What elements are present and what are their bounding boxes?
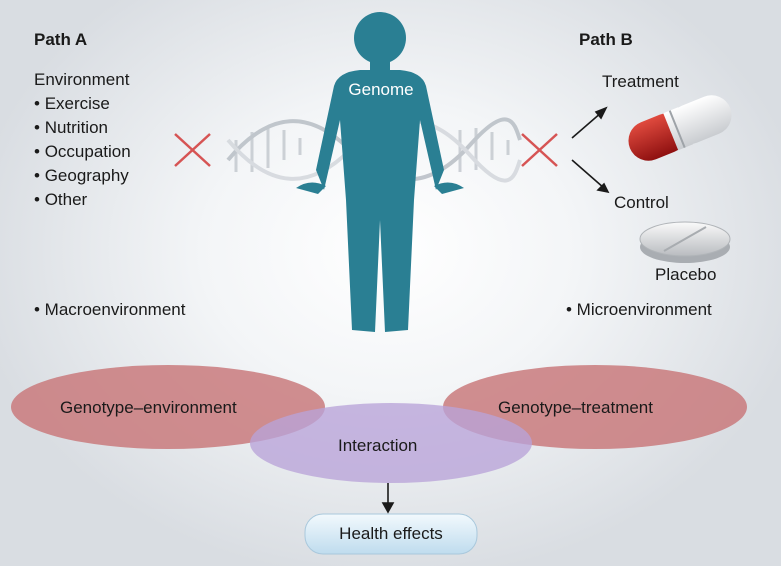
cross-icon-right <box>521 133 558 167</box>
genome-label: Genome <box>348 80 414 99</box>
treatment-label: Treatment <box>602 72 679 91</box>
list-item: Exercise <box>34 92 131 116</box>
interaction-label: Interaction <box>338 436 418 455</box>
microenvironment-label: • Microenvironment <box>566 300 712 319</box>
environment-heading: Environment <box>34 70 130 89</box>
list-item: Nutrition <box>34 116 131 140</box>
placebo-tablet-icon <box>639 221 731 263</box>
genotype-treatment-label: Genotype–treatment <box>498 398 653 417</box>
cross-icon-left <box>174 133 211 167</box>
environment-list: Exercise Nutrition Occupation Geography … <box>34 92 131 212</box>
health-effects-box <box>304 513 478 555</box>
human-figure-icon <box>296 12 464 332</box>
interaction-ellipse <box>250 403 532 483</box>
control-label: Control <box>614 193 669 212</box>
list-item: Geography <box>34 164 131 188</box>
list-item: Occupation <box>34 140 131 164</box>
arrow-to-treatment-icon <box>571 106 608 139</box>
genotype-environment-ellipse <box>11 365 325 449</box>
list-item: Other <box>34 188 131 212</box>
arrow-to-control-icon <box>571 159 610 194</box>
path-a-title: Path A <box>34 30 88 49</box>
capsule-pill-icon <box>628 95 732 161</box>
macroenvironment-label: • Macroenvironment <box>34 300 186 319</box>
placebo-label: Placebo <box>655 265 717 284</box>
path-b-title: Path B <box>579 30 633 49</box>
genotype-environment-label: Genotype–environment <box>60 398 237 417</box>
arrow-to-health-effects-icon <box>381 483 395 514</box>
health-effects-label: Health effects <box>339 524 443 543</box>
